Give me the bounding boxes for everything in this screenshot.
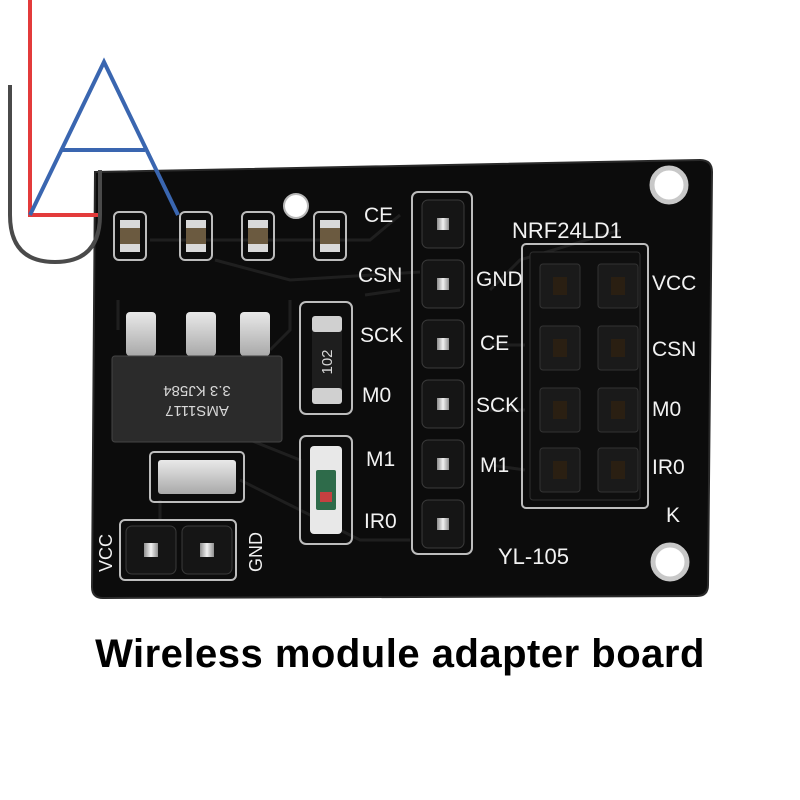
caption-title: Wireless module adapter board [95, 632, 705, 676]
power-header-2 [119, 519, 237, 581]
label-m0: M0 [362, 384, 391, 407]
label-m1: M1 [366, 448, 395, 471]
label-sck: SCK [360, 324, 403, 347]
nrf24-socket [521, 243, 649, 509]
model-label: YL-105 [498, 544, 569, 569]
voltage-regulator: AMS1117 3.3 KJ584 [111, 312, 283, 503]
label-gnd-inner: GND [476, 268, 523, 291]
pin-header-6 [411, 191, 473, 555]
mounting-hole-top-left [283, 193, 309, 219]
smd-resistor: 102 [299, 301, 353, 415]
label-m0-socket: M0 [652, 398, 681, 421]
label-sck-inner: SCK [476, 394, 519, 417]
label-ir0-socket: IR0 [652, 456, 685, 479]
label-gnd-power: GND [246, 532, 266, 572]
pcb-board: AMS1117 3.3 KJ584 102 [90, 158, 714, 600]
mounting-hole-top-right [649, 165, 689, 205]
smd-led [299, 435, 353, 545]
resistor-marking: 102 [319, 349, 336, 374]
mounting-hole-bottom-right [650, 542, 690, 582]
label-k: K [666, 504, 680, 527]
label-ce-inner: CE [480, 332, 509, 355]
label-ce: CE [364, 204, 393, 227]
brand-logo [8, 0, 180, 265]
label-m1-inner: M1 [480, 454, 509, 477]
label-vcc-socket: VCC [652, 272, 696, 295]
socket-title: NRF24LD1 [512, 218, 622, 243]
smd-components-row [113, 211, 347, 261]
regulator-marking-line2: 3.3 KJ584 [163, 382, 231, 399]
label-ir0: IR0 [364, 510, 397, 533]
regulator-marking-line1: AMS1117 [165, 402, 229, 419]
label-csn-socket: CSN [652, 338, 696, 361]
label-vcc-power: VCC [96, 534, 116, 572]
label-csn: CSN [358, 264, 402, 287]
